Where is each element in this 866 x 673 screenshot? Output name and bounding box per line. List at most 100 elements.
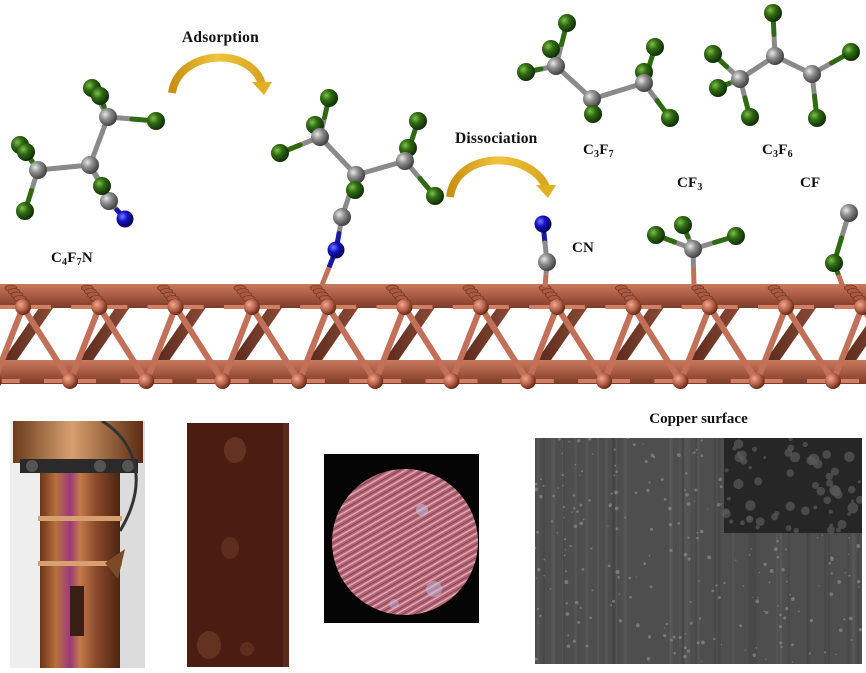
sem-particle bbox=[535, 657, 538, 661]
sem-particle bbox=[550, 520, 554, 523]
sem-particle bbox=[683, 646, 687, 650]
sem-illustration bbox=[535, 438, 862, 664]
copper-electrode-photo bbox=[10, 421, 145, 668]
sem-particle bbox=[652, 455, 656, 459]
carbon-atom bbox=[99, 108, 117, 126]
formula-part: C bbox=[762, 142, 774, 158]
sem-inset-particle bbox=[847, 485, 856, 494]
sem-streak bbox=[596, 438, 600, 664]
sem-particle bbox=[823, 651, 827, 654]
sem-streaks bbox=[537, 438, 860, 664]
copper-bond bbox=[754, 304, 789, 384]
sem-particle bbox=[618, 577, 620, 579]
sem-inset-particle bbox=[816, 486, 826, 496]
formula-subscript: 3 bbox=[773, 149, 779, 160]
sem-particle bbox=[687, 649, 691, 653]
sem-particle bbox=[752, 596, 754, 598]
sem-particle bbox=[696, 641, 700, 645]
sem-particle bbox=[572, 494, 576, 497]
sem-particle bbox=[539, 478, 542, 481]
sem-particle bbox=[698, 617, 702, 620]
sem-particle bbox=[723, 581, 726, 585]
sem-particle bbox=[856, 544, 861, 548]
sem-particle bbox=[539, 614, 542, 617]
fluorine-atom bbox=[646, 38, 664, 56]
sem-particle bbox=[683, 552, 688, 557]
sem-particle bbox=[765, 610, 769, 615]
copper-wall bbox=[842, 325, 866, 360]
fluorine-atom bbox=[426, 187, 444, 205]
sem-inset-particle bbox=[811, 481, 820, 490]
copper-atom bbox=[0, 376, 2, 386]
sem-particle bbox=[677, 521, 681, 525]
carbon-atom bbox=[29, 161, 47, 179]
sem-particle bbox=[689, 600, 692, 603]
sem-panel-title: Copper surface bbox=[649, 411, 748, 427]
copper-bond bbox=[372, 304, 408, 384]
sem-particle bbox=[687, 557, 691, 561]
sem-inset-particle bbox=[755, 517, 765, 526]
copper-wall bbox=[537, 308, 588, 360]
carbon-atom bbox=[635, 74, 653, 92]
copper-atom bbox=[290, 373, 307, 389]
sem-particle bbox=[564, 579, 569, 584]
copper-bond bbox=[143, 304, 179, 384]
fluorine-atom bbox=[16, 202, 34, 220]
sem-particle bbox=[610, 492, 613, 495]
sem-inset-particle bbox=[851, 499, 855, 503]
carbon-atom bbox=[731, 70, 749, 88]
copper-atom bbox=[778, 299, 794, 315]
copper-atom bbox=[91, 299, 108, 315]
sem-inset-particle bbox=[802, 441, 808, 448]
sem-inset-particle bbox=[808, 453, 820, 465]
sem-inset-particle bbox=[721, 509, 731, 519]
sem-inset-particle bbox=[847, 502, 859, 514]
sem-particle bbox=[643, 562, 647, 566]
sem-particle bbox=[649, 585, 653, 589]
nitrogen-atom bbox=[327, 241, 345, 259]
sem-inset-particle bbox=[793, 527, 799, 534]
copper-top-layer bbox=[0, 284, 866, 308]
sem-inset-particle bbox=[844, 451, 855, 462]
sem-inset-particle bbox=[837, 519, 847, 529]
sem-particle bbox=[689, 621, 693, 625]
sem-particle bbox=[769, 569, 774, 573]
sem-inset-particle bbox=[737, 450, 747, 460]
copper-bond bbox=[601, 304, 637, 384]
sem-particle bbox=[718, 477, 723, 482]
sem-inset-particle bbox=[825, 472, 833, 481]
sem-streak bbox=[614, 438, 618, 664]
sem-particle bbox=[618, 619, 622, 623]
sem-inset-particle bbox=[746, 515, 754, 523]
fluorine-atom bbox=[842, 43, 860, 61]
fluorine-atom bbox=[147, 112, 165, 130]
copper-bond bbox=[830, 304, 866, 384]
copper-atom bbox=[443, 373, 460, 389]
sem-particle bbox=[684, 489, 687, 491]
copper-atom bbox=[396, 299, 413, 315]
formula-subscript: 7 bbox=[76, 257, 82, 268]
sem-streak bbox=[851, 438, 856, 664]
sem-particle bbox=[556, 531, 559, 534]
sem-particle bbox=[542, 485, 545, 488]
sem-streak bbox=[574, 438, 577, 664]
sem-streak bbox=[806, 438, 811, 664]
sem-particle bbox=[579, 503, 583, 507]
sem-particle bbox=[635, 576, 637, 578]
copper-bond bbox=[783, 304, 836, 384]
sem-particle bbox=[618, 593, 621, 595]
sem-particle bbox=[573, 524, 578, 528]
copper-atom bbox=[214, 373, 231, 389]
sem-inset-particle bbox=[751, 446, 757, 452]
copper-atom bbox=[320, 299, 337, 315]
fluorine-atom bbox=[558, 14, 576, 32]
sem-particle bbox=[742, 585, 745, 587]
sem-inset-particle bbox=[823, 496, 832, 504]
sem-particle bbox=[613, 448, 616, 451]
sem-particle bbox=[693, 500, 696, 502]
copper-wall bbox=[384, 308, 435, 360]
sem-streak bbox=[612, 438, 616, 664]
sem-particle bbox=[696, 536, 699, 540]
sem-particle bbox=[580, 470, 584, 473]
sem-inset-particle bbox=[822, 450, 832, 459]
